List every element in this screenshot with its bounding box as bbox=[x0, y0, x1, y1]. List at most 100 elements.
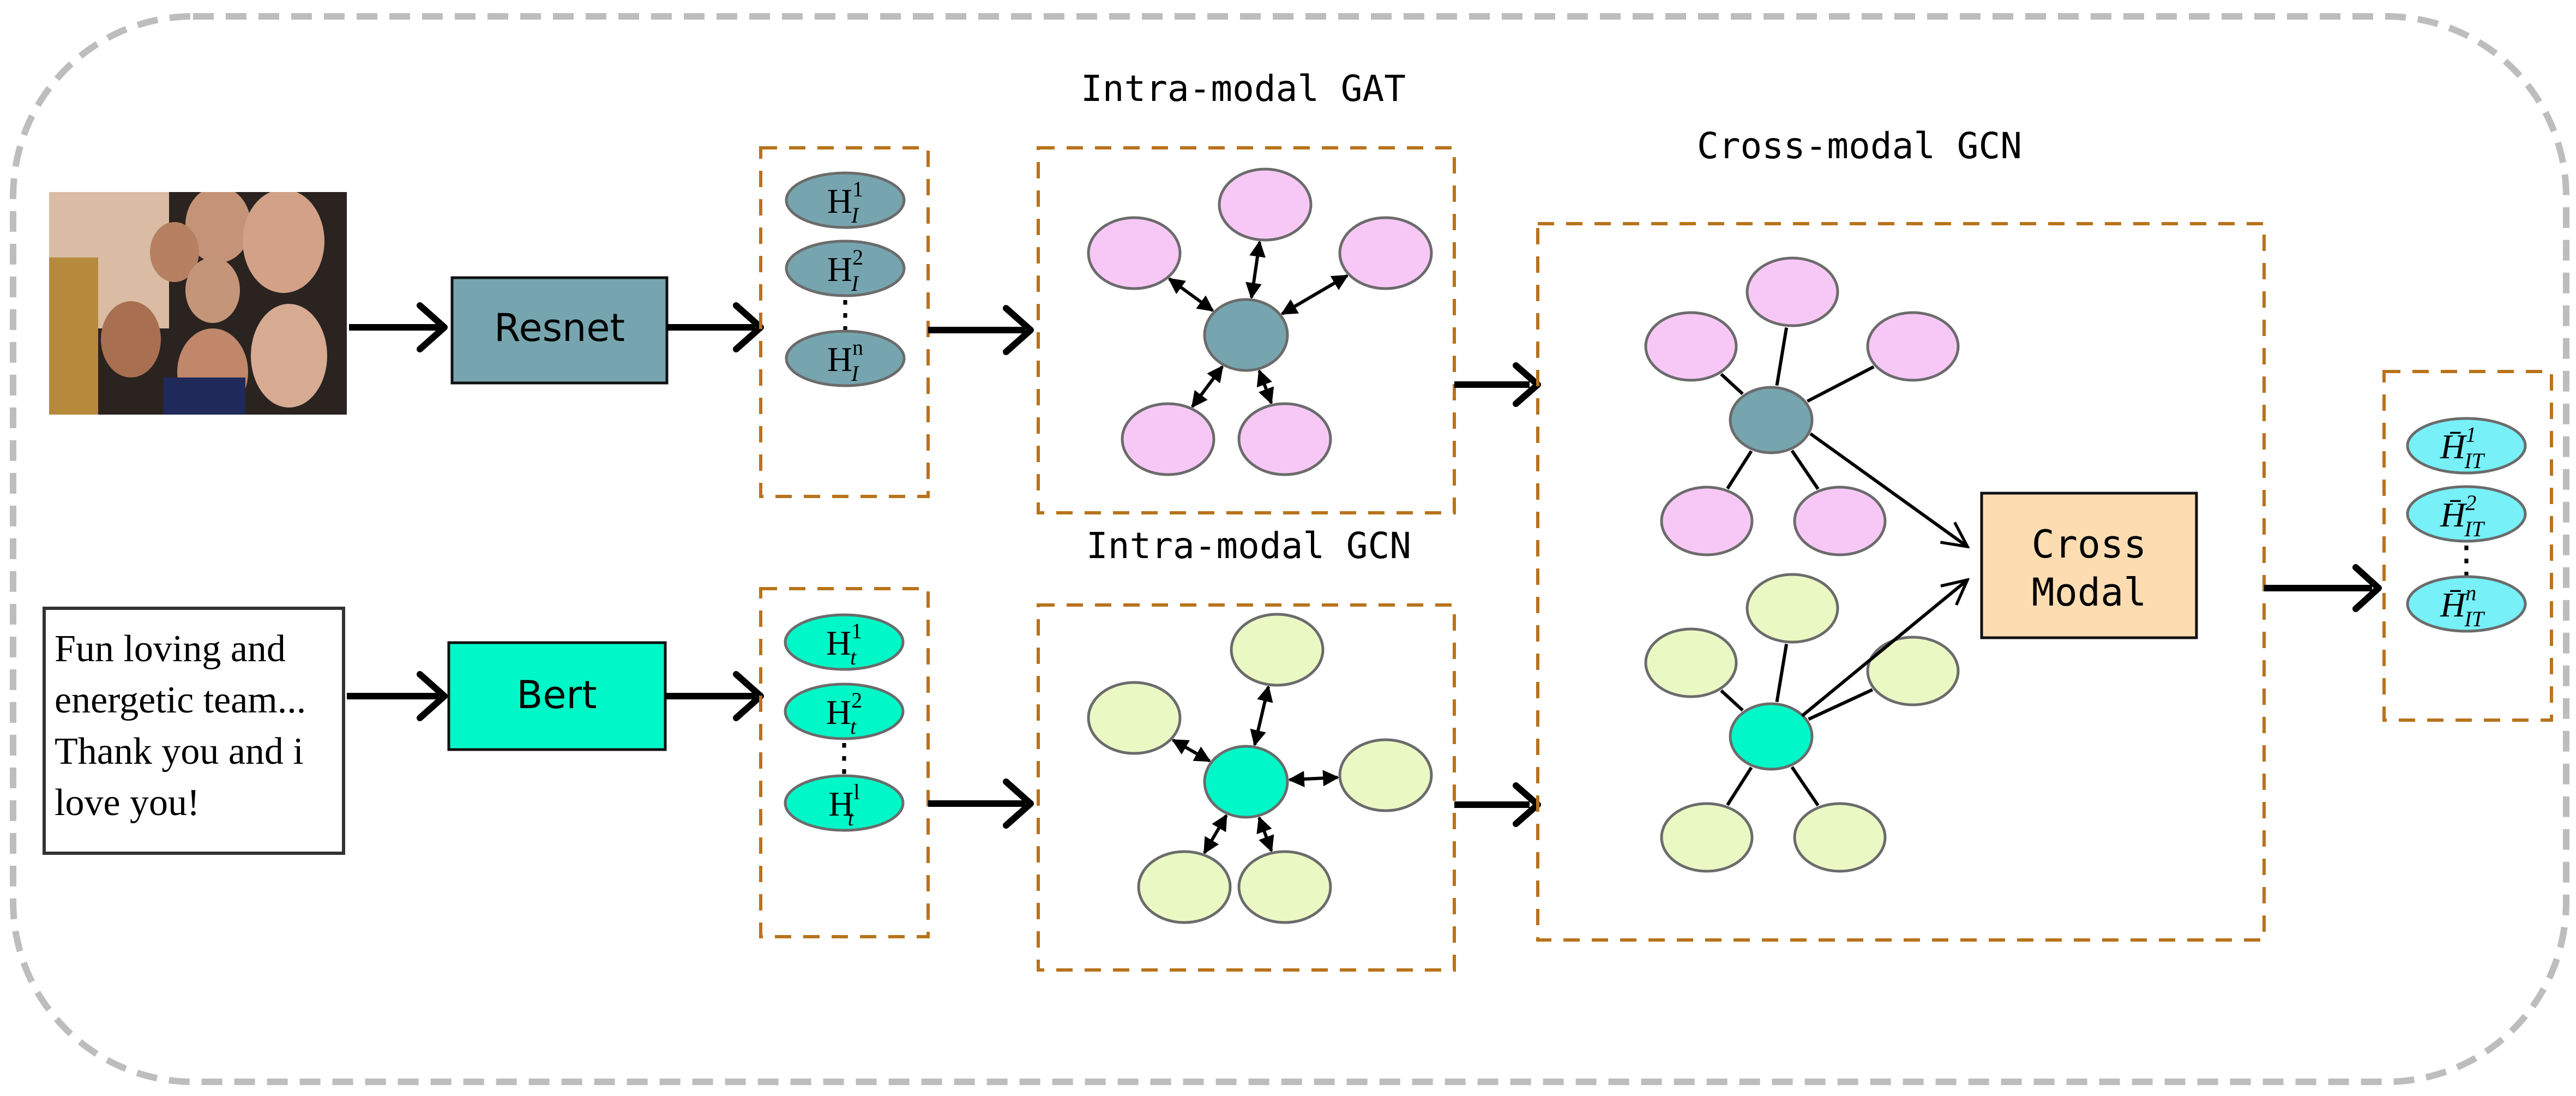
gat-edge bbox=[1280, 274, 1349, 315]
gcn-edge bbox=[1203, 813, 1228, 854]
cross-image-edge bbox=[1726, 450, 1753, 490]
arrow-gcn-to-cross bbox=[1454, 782, 1541, 827]
arrow-features-to-gcn bbox=[928, 778, 1034, 829]
svg-text:energetic team...: energetic team... bbox=[55, 679, 306, 721]
bert-label: Bert bbox=[516, 673, 597, 717]
svg-text:H1t: H1t bbox=[826, 619, 862, 669]
cross-image-edge bbox=[1807, 365, 1875, 403]
input-text-line: Fun loving and bbox=[55, 628, 286, 670]
cross-text-neighbor-node bbox=[1746, 573, 1839, 644]
svg-text:H̄nIT: H̄nIT bbox=[2440, 580, 2485, 631]
input-text-line: energetic team... bbox=[55, 679, 306, 721]
gat-neighbor-node bbox=[1237, 402, 1332, 476]
cross-modal-fusion: Cross Modal bbox=[1980, 492, 2198, 639]
arrow-bert-to-features bbox=[665, 671, 764, 721]
ellipsis: ⋮ bbox=[825, 737, 863, 779]
arrow-text-to-bert bbox=[347, 671, 448, 721]
cross-image-neighbor-node bbox=[1793, 486, 1887, 556]
resnet-encoder: Resnet bbox=[450, 276, 669, 385]
cross-image-neighbor-node bbox=[1866, 311, 1960, 382]
cross-modal-label-line1: Cross bbox=[2032, 522, 2147, 567]
cross-image-center-node bbox=[1729, 386, 1814, 454]
gcn-center-node bbox=[1203, 745, 1289, 819]
svg-text:H1I: H1I bbox=[827, 177, 863, 227]
arrow-resnet-to-features bbox=[667, 302, 764, 352]
cross-text-neighbor-node bbox=[1644, 627, 1738, 698]
svg-text:H̄1IT: H̄1IT bbox=[2440, 422, 2485, 473]
gat-edge bbox=[1191, 365, 1224, 408]
cross-text-edge bbox=[1726, 766, 1753, 806]
intra-gat-box bbox=[1037, 146, 1456, 514]
arrow-gat-to-cross bbox=[1454, 362, 1541, 407]
cross-image-edge bbox=[1790, 450, 1820, 490]
gcn-edge bbox=[1250, 685, 1273, 747]
svg-text:H2t: H2t bbox=[826, 688, 862, 739]
input-text-line: Thank you and i bbox=[55, 730, 304, 772]
outer-border bbox=[10, 13, 2569, 1085]
input-text-box: Fun loving and energetic team... Thank y… bbox=[43, 607, 345, 855]
arrow-cross-to-output bbox=[2264, 564, 2382, 612]
arrow-features-to-gat bbox=[928, 305, 1034, 355]
gat-edge bbox=[1256, 369, 1274, 405]
cross-gcn-box bbox=[1536, 222, 2266, 942]
svg-text:Hlt: Hlt bbox=[828, 780, 859, 830]
cross-gcn-title: Cross-modal GCN bbox=[1697, 125, 2022, 167]
intra-gcn-title: Intra-modal GCN bbox=[1086, 525, 1411, 567]
arrow-text-to-fusion bbox=[1801, 580, 1967, 717]
svg-text:Thank you and i: Thank you and i bbox=[55, 730, 304, 772]
gat-edge bbox=[1245, 240, 1266, 300]
bert-encoder: Bert bbox=[447, 641, 667, 751]
arrow-image-to-fusion bbox=[1809, 432, 1967, 547]
cross-text-edge bbox=[1790, 766, 1820, 807]
svg-text:love you!: love you! bbox=[55, 782, 200, 824]
resnet-label: Resnet bbox=[494, 306, 625, 350]
cross-image-neighbor-node bbox=[1644, 311, 1738, 382]
gcn-neighbor-node bbox=[1237, 850, 1332, 924]
cross-text-center-node bbox=[1729, 702, 1814, 771]
gcn-neighbor-node bbox=[1087, 681, 1182, 755]
svg-text:H2I: H2I bbox=[827, 245, 863, 296]
ellipsis: ⋮ bbox=[2447, 540, 2485, 582]
cross-text-edge bbox=[1808, 688, 1874, 721]
gat-neighbor-node bbox=[1121, 402, 1215, 476]
gat-neighbor-node bbox=[1338, 216, 1433, 290]
gat-neighbor-node bbox=[1087, 216, 1182, 290]
cross-image-neighbor-node bbox=[1660, 486, 1754, 556]
gat-neighbor-node bbox=[1218, 167, 1313, 242]
gcn-neighbor-node bbox=[1137, 850, 1232, 924]
cross-text-edge bbox=[1775, 643, 1789, 703]
cross-text-neighbor-node bbox=[1793, 802, 1887, 873]
gcn-edge bbox=[1287, 770, 1340, 787]
gcn-neighbor-node bbox=[1230, 613, 1325, 687]
cross-image-edge bbox=[1720, 373, 1744, 396]
cross-modal-label-line2: Modal bbox=[2032, 570, 2147, 615]
intra-gat-title: Intra-modal GAT bbox=[1081, 68, 1406, 110]
svg-text:H̄2IT: H̄2IT bbox=[2440, 490, 2485, 541]
cross-image-edge bbox=[1775, 327, 1789, 386]
svg-text:Fun loving and: Fun loving and bbox=[55, 628, 286, 670]
gat-center-node bbox=[1203, 298, 1289, 372]
gcn-edge bbox=[1256, 816, 1274, 853]
svg-text:HnI: HnI bbox=[827, 335, 863, 386]
gcn-edge bbox=[1171, 738, 1211, 763]
cross-text-neighbor-node bbox=[1866, 636, 1960, 706]
gat-edge bbox=[1167, 277, 1214, 312]
arrow-image-to-resnet bbox=[349, 302, 448, 352]
intra-gcn-box bbox=[1037, 603, 1456, 972]
input-image bbox=[49, 192, 347, 415]
cross-text-neighbor-node bbox=[1660, 802, 1754, 873]
cross-image-neighbor-node bbox=[1746, 256, 1839, 327]
gcn-neighbor-node bbox=[1338, 738, 1433, 812]
